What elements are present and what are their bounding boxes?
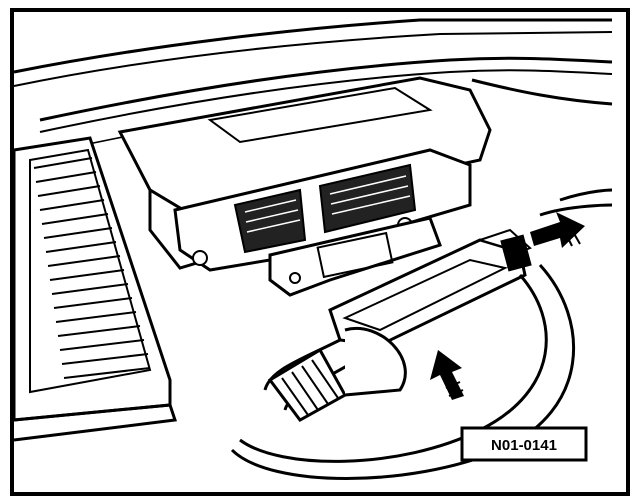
connector-block <box>173 148 472 272</box>
left-grille-panel <box>12 136 178 442</box>
reference-code-text: N01-0141 <box>491 437 557 454</box>
push-arrow-upper <box>530 212 585 248</box>
cable-boot <box>267 327 407 422</box>
dashboard-panel <box>13 18 613 151</box>
reference-label: N01-0141 <box>460 426 588 462</box>
mounting-bracket <box>268 216 442 297</box>
control-unit-housing <box>117 76 492 270</box>
push-arrow-lower <box>430 350 464 400</box>
